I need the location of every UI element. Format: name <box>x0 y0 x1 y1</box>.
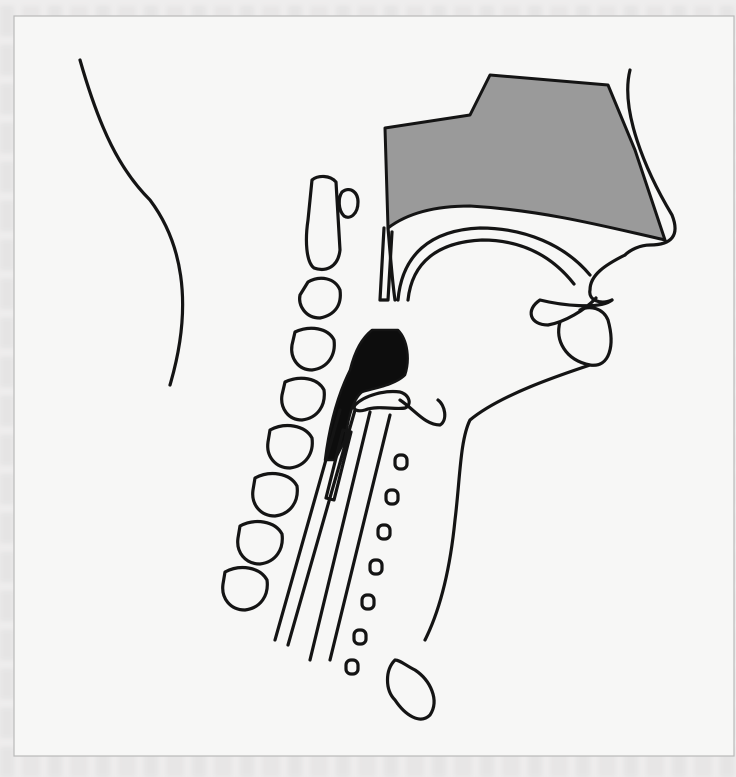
anatomy-figure <box>0 0 736 772</box>
page <box>0 0 736 772</box>
